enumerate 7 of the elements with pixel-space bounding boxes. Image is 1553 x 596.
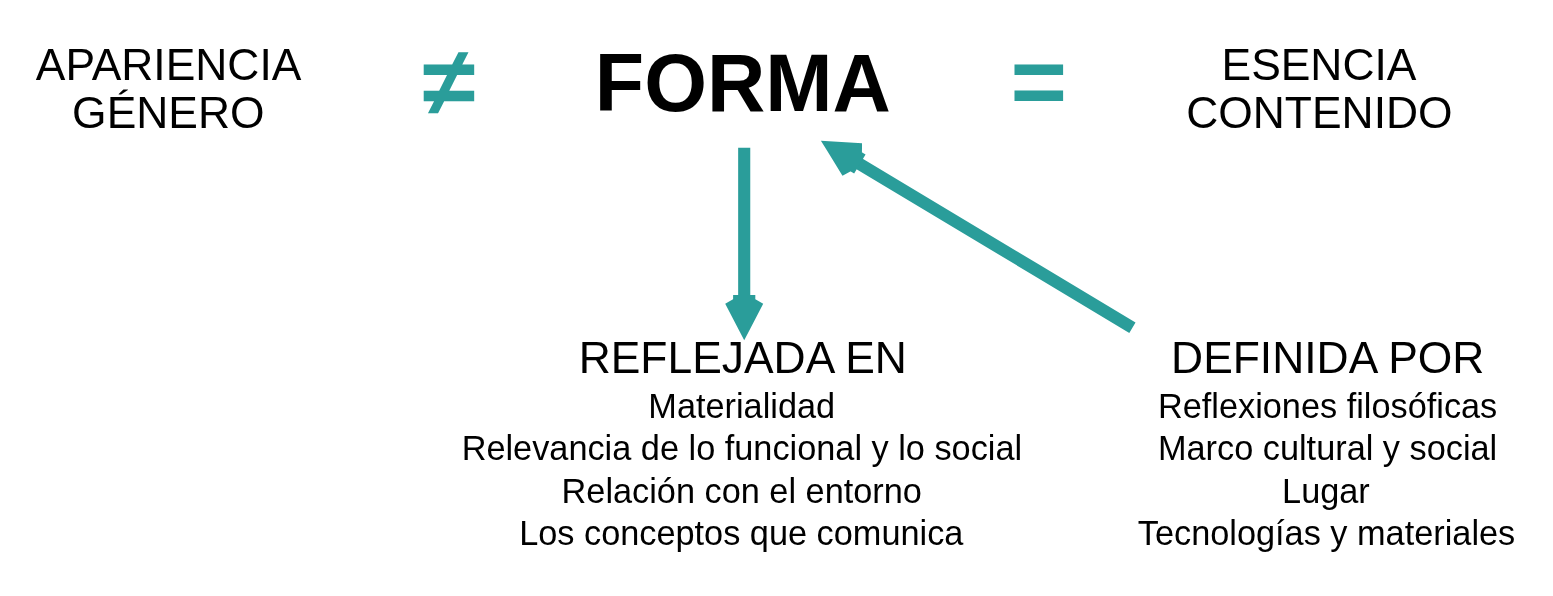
node-text: DEFINIDA POR Reflexiones filosóficas Marco cultural y social Lugar Tecnologías y materiales xyxy=(1137,332,1516,552)
label: ≠ xyxy=(422,26,476,136)
node-text: FORMA xyxy=(594,37,891,128)
node-text: APARIENCIA GÉNERO xyxy=(35,39,302,137)
label: = xyxy=(1010,26,1068,136)
node-text: REFLEJADA EN Materialidad Relevancia de lo funcional y lo social Relación con el entorno Los conceptos que comunica xyxy=(461,332,1023,552)
node-text: ESENCIA CONTENIDO xyxy=(1186,39,1453,137)
